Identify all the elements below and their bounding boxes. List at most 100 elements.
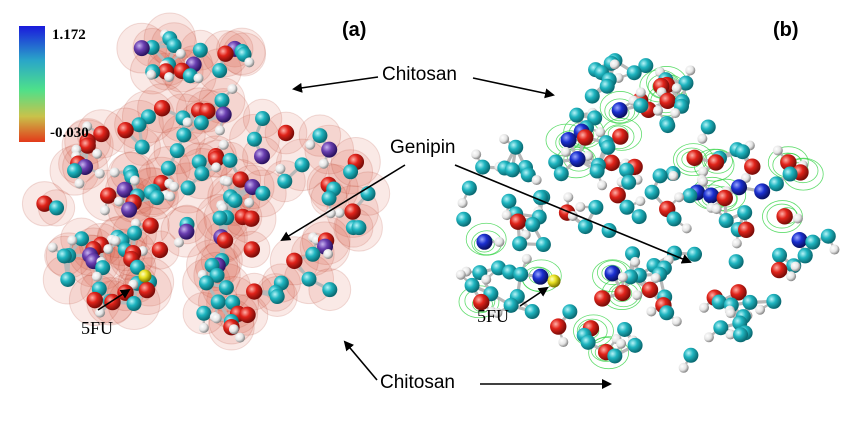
hydrogen-atom bbox=[244, 57, 255, 68]
carbon-atom bbox=[553, 166, 569, 182]
oxygen-atom bbox=[232, 171, 249, 188]
carbon-atom bbox=[713, 320, 729, 336]
oxygen-atom bbox=[138, 281, 156, 299]
carbon-atom bbox=[666, 211, 682, 227]
carbon-atom bbox=[294, 157, 310, 173]
carbon-atom bbox=[660, 118, 676, 134]
carbon-atom bbox=[305, 246, 321, 262]
oxygen-atom bbox=[641, 281, 659, 299]
oxygen-atom bbox=[277, 124, 295, 142]
hydrogen-atom bbox=[235, 332, 246, 343]
hydrogen-atom bbox=[499, 134, 510, 145]
carbon-atom bbox=[193, 115, 209, 131]
hydrogen-atom bbox=[583, 150, 594, 161]
hydrogen-atom bbox=[318, 158, 329, 169]
hydrogen-atom bbox=[211, 313, 222, 324]
carbon-atom bbox=[60, 271, 76, 287]
carbon-atom bbox=[212, 63, 228, 79]
chitosan-bottom-label: Chitosan bbox=[380, 372, 455, 393]
carbon-atom bbox=[95, 260, 111, 276]
carbon-atom bbox=[312, 128, 328, 144]
oxygen-atom bbox=[100, 187, 117, 204]
nitrogen-atom bbox=[532, 268, 549, 285]
oxygen-atom bbox=[780, 154, 797, 171]
hydrogen-atom bbox=[182, 117, 193, 128]
nitrogen-atom bbox=[604, 265, 621, 282]
hydrogen-atom bbox=[698, 166, 709, 177]
carbon-atom bbox=[621, 174, 637, 190]
hydrogen-atom bbox=[653, 105, 664, 116]
oxygen-atom bbox=[776, 208, 793, 225]
nitrogen-atom bbox=[116, 181, 133, 198]
hydrogen-atom bbox=[67, 235, 78, 246]
carbon-atom bbox=[652, 168, 668, 184]
oxygen-atom bbox=[603, 154, 620, 172]
carbon-atom bbox=[682, 188, 698, 204]
oxygen-atom bbox=[770, 261, 788, 279]
carbon-atom bbox=[820, 228, 836, 244]
hydrogen-atom bbox=[829, 244, 840, 255]
carbon-atom bbox=[805, 234, 821, 250]
nitrogen-atom bbox=[321, 141, 338, 158]
carbon-atom bbox=[322, 282, 338, 298]
hydrogen-atom bbox=[632, 290, 643, 301]
oxygen-atom bbox=[344, 203, 361, 220]
hydrogen-atom bbox=[617, 272, 628, 283]
hydrogen-atom bbox=[175, 48, 186, 59]
hydrogen-atom bbox=[129, 175, 140, 186]
carbon-atom bbox=[631, 209, 647, 225]
carbon-atom bbox=[577, 219, 593, 235]
oxygen-atom bbox=[473, 293, 490, 311]
carbon-atom bbox=[772, 247, 788, 263]
annotation-arrows bbox=[97, 76, 692, 389]
hydrogen-atom bbox=[74, 178, 85, 189]
hydrogen-atom bbox=[95, 307, 106, 318]
contour-line bbox=[588, 336, 630, 370]
hydrogen-atom bbox=[113, 196, 124, 207]
oxygen-atom bbox=[243, 241, 261, 258]
hydrogen-atom bbox=[630, 256, 641, 267]
carbon-atom bbox=[321, 190, 337, 206]
carbon-atom bbox=[198, 275, 214, 291]
carbon-atom bbox=[502, 264, 518, 280]
carbon-atom bbox=[623, 269, 639, 285]
hydrogen-atom bbox=[597, 180, 608, 191]
oxygen-atom bbox=[151, 241, 169, 259]
hydrogen-atom bbox=[47, 242, 58, 253]
carbon-atom bbox=[733, 327, 749, 343]
hydrogen-atom bbox=[110, 235, 121, 246]
oxygen-atom bbox=[509, 213, 527, 230]
carbon-atom bbox=[638, 58, 654, 74]
hydrogen-atom bbox=[492, 307, 503, 318]
hydrogen-atom bbox=[725, 329, 736, 340]
5fu-label-a: 5FU bbox=[81, 318, 114, 338]
oxygen-atom bbox=[216, 232, 234, 249]
hydrogen-atom bbox=[668, 170, 679, 181]
hydrogen-atom bbox=[334, 207, 345, 218]
hydrogen-atom bbox=[671, 83, 682, 94]
hydrogen-atom bbox=[82, 121, 93, 132]
hydrogen-atom bbox=[786, 271, 797, 282]
nitrogen-atom bbox=[791, 231, 808, 248]
hydrogen-atom bbox=[678, 362, 689, 373]
carbon-atom bbox=[49, 200, 65, 216]
hydrogen-atom bbox=[635, 196, 646, 207]
oxygen-atom bbox=[36, 195, 53, 212]
hydrogen-atom bbox=[222, 176, 233, 187]
carbon-atom bbox=[126, 296, 142, 312]
hydrogen-atom bbox=[635, 87, 646, 98]
carbon-atom bbox=[191, 154, 207, 170]
panel-b-label: (b) bbox=[773, 19, 799, 41]
scale-min-label: -0.030 bbox=[50, 125, 89, 141]
hydrogen-atom bbox=[575, 201, 586, 212]
carbon-atom bbox=[246, 131, 262, 147]
hydrogen-atom bbox=[218, 139, 229, 150]
carbon-atom bbox=[209, 267, 225, 283]
carbon-atom bbox=[74, 231, 90, 247]
hydrogen-atom bbox=[681, 223, 692, 234]
oxygen-atom bbox=[716, 189, 734, 207]
nitrogen-atom bbox=[215, 106, 232, 123]
nitrogen-atom bbox=[133, 40, 150, 57]
arrow-chitosan-to-b bbox=[472, 77, 555, 99]
carbon-atom bbox=[255, 185, 271, 201]
